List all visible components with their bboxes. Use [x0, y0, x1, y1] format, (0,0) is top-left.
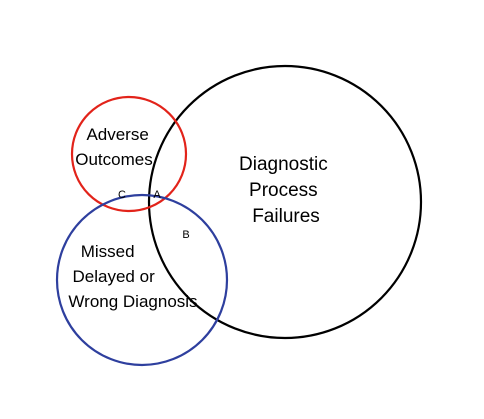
- region-c-label: C: [118, 189, 126, 201]
- diagnostic-process-failures-label-line: Diagnostic: [239, 154, 328, 175]
- diagnostic-process-failures-label-line: Failures: [252, 206, 320, 227]
- region-b-label: B: [182, 229, 189, 241]
- adverse-outcomes-label-line: Adverse: [86, 125, 148, 144]
- adverse-outcomes-circle: [70, 95, 188, 213]
- missed-diagnosis-label-line: Missed: [81, 242, 135, 261]
- diagnostic-process-failures-label: Diagnostic Process Failures: [239, 154, 333, 227]
- missed-diagnosis-label: Missed Delayed or Wrong Diagnosis: [68, 242, 197, 311]
- missed-diagnosis-label-line: Delayed or: [73, 267, 156, 286]
- missed-diagnosis-label-line: Wrong Diagnosis: [68, 292, 197, 311]
- region-a-label: A: [153, 189, 161, 201]
- diagnostic-process-failures-circle: [147, 64, 423, 340]
- missed-diagnosis-circle: [55, 193, 229, 367]
- adverse-outcomes-label-line: Outcomes: [75, 150, 152, 169]
- diagnostic-process-failures-label-line: Process: [249, 180, 318, 201]
- adverse-outcomes-label: Adverse Outcomes: [75, 125, 153, 169]
